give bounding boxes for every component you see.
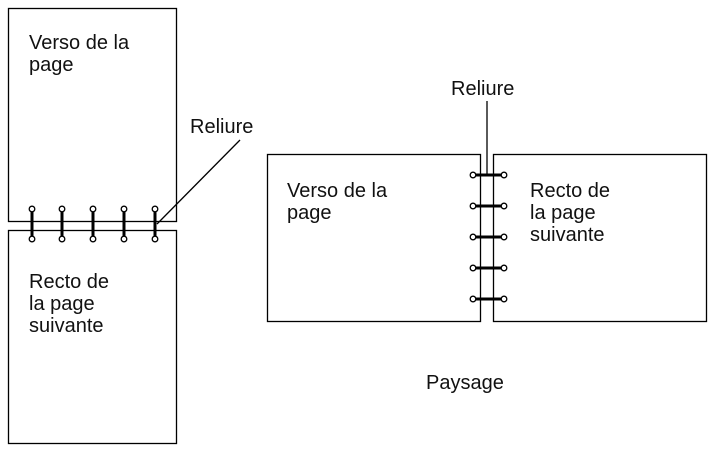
landscape-front-page-label-line-2: la page (530, 202, 596, 224)
portrait-front-page-label-line-2: la page (29, 293, 95, 315)
portrait-ring-3 (89, 205, 97, 243)
portrait-ring-1 (28, 205, 36, 243)
landscape-ring-hole-right (500, 264, 508, 272)
landscape-front-page-label-line-1: Recto de (530, 180, 611, 202)
portrait-back-page-label: Verso de la page (29, 32, 129, 76)
portrait-front-page-label-line-1: Recto de (29, 271, 110, 293)
portrait-binding (7, 7, 241, 445)
landscape-ring-hole-left (469, 202, 477, 210)
landscape-ring-hole-left (469, 295, 477, 303)
portrait-binding-label: Reliure (190, 116, 254, 138)
landscape-ring-3 (469, 233, 508, 241)
landscape-ring-1 (469, 171, 508, 179)
portrait-ring-4 (120, 205, 128, 243)
landscape-front-page-label: Recto de la page suivante (530, 180, 610, 246)
landscape-caption: Paysage (426, 372, 504, 394)
landscape-ring-4 (469, 264, 508, 272)
landscape-ring-hole-right (500, 233, 508, 241)
portrait-ring-hole-bottom (89, 235, 97, 243)
landscape-binding (266, 101, 708, 323)
landscape-ring-5 (469, 295, 508, 303)
landscape-front-page-label-line-3: suivante (530, 224, 605, 246)
portrait-ring-hole-bottom (120, 235, 128, 243)
landscape-ring-hole-right (500, 295, 508, 303)
portrait-ring-hole-top (120, 205, 128, 213)
landscape-back-page-label: Verso de la page (287, 180, 387, 224)
landscape-ring-hole-left (469, 264, 477, 272)
portrait-ring-hole-top (151, 205, 159, 213)
portrait-ring-hole-top (89, 205, 97, 213)
landscape-binding-label: Reliure (451, 78, 515, 100)
portrait-ring-5 (151, 205, 159, 243)
portrait-binding-pointer (156, 139, 241, 225)
portrait-ring-hole-bottom (28, 235, 36, 243)
portrait-ring-hole-bottom (58, 235, 66, 243)
landscape-ring-2 (469, 202, 508, 210)
landscape-ring-hole-left (469, 171, 477, 179)
landscape-ring-hole-right (500, 171, 508, 179)
portrait-front-page-label: Recto de la page suivante (29, 271, 109, 337)
landscape-ring-hole-right (500, 202, 508, 210)
landscape-spiral-rings (469, 171, 508, 303)
portrait-ring-hole-top (58, 205, 66, 213)
portrait-front-page (7, 229, 178, 445)
portrait-ring-hole-top (28, 205, 36, 213)
portrait-ring-2 (58, 205, 66, 243)
portrait-spiral-rings (28, 205, 159, 243)
landscape-back-page-label-line-2: page (287, 202, 332, 224)
portrait-back-page-label-line-2: page (29, 54, 74, 76)
portrait-back-page-label-line-1: Verso de la (29, 32, 130, 54)
landscape-back-page-label-line-1: Verso de la (287, 180, 388, 202)
portrait-front-page-label-line-3: suivante (29, 315, 104, 337)
landscape-ring-hole-left (469, 233, 477, 241)
portrait-ring-hole-bottom (151, 235, 159, 243)
